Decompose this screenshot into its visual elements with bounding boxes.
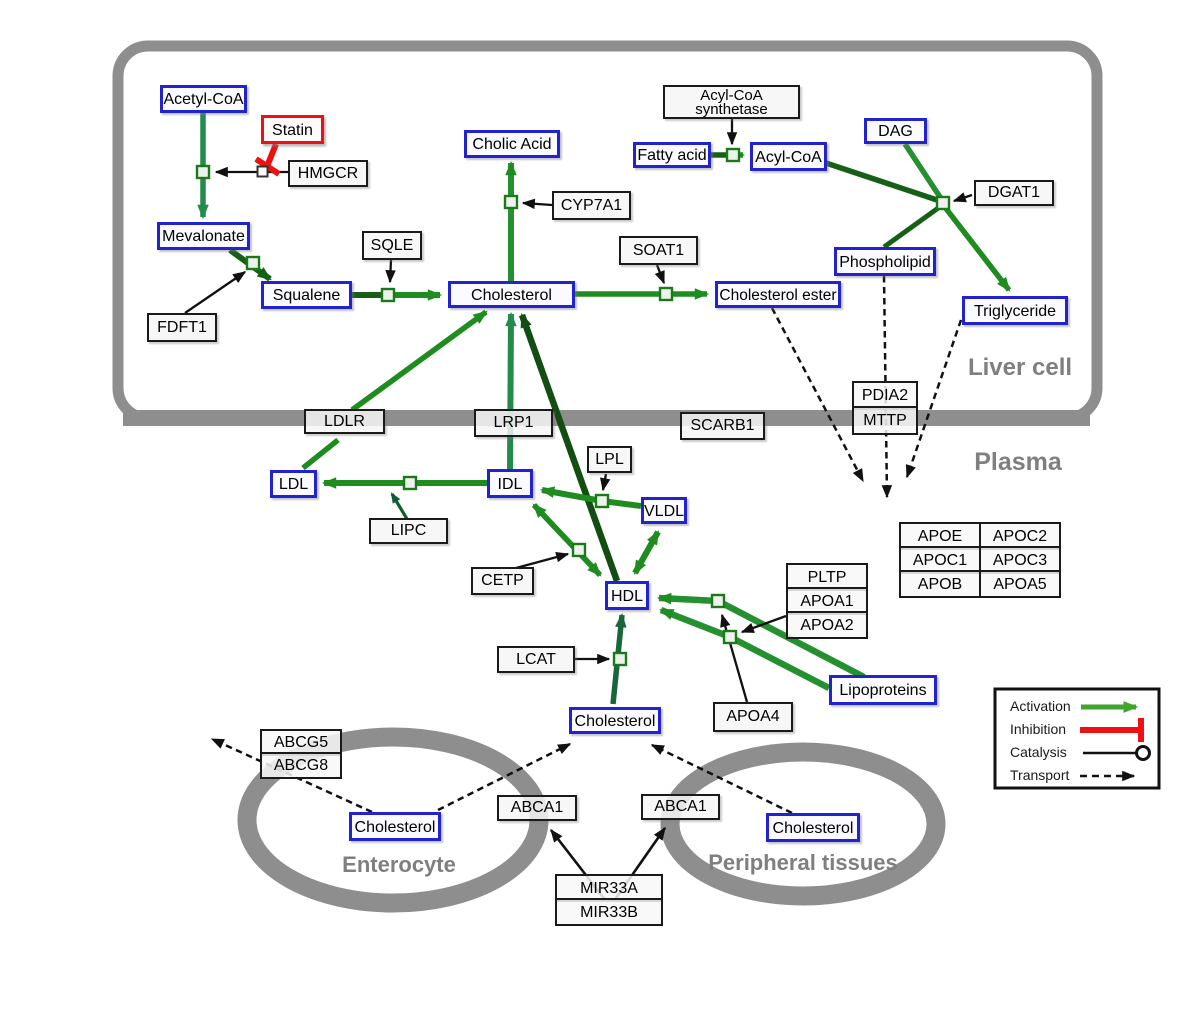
svg-text:Enterocyte: Enterocyte — [342, 852, 456, 877]
svg-text:Catalysis: Catalysis — [1010, 744, 1067, 760]
svg-text:Transport: Transport — [1010, 767, 1070, 783]
svg-text:Liver cell: Liver cell — [968, 354, 1072, 381]
svg-text:Peripheral tissues: Peripheral tissues — [708, 850, 898, 875]
svg-text:Plasma: Plasma — [974, 448, 1063, 476]
svg-text:Activation: Activation — [1010, 698, 1071, 714]
svg-text:Inhibition: Inhibition — [1010, 721, 1066, 737]
